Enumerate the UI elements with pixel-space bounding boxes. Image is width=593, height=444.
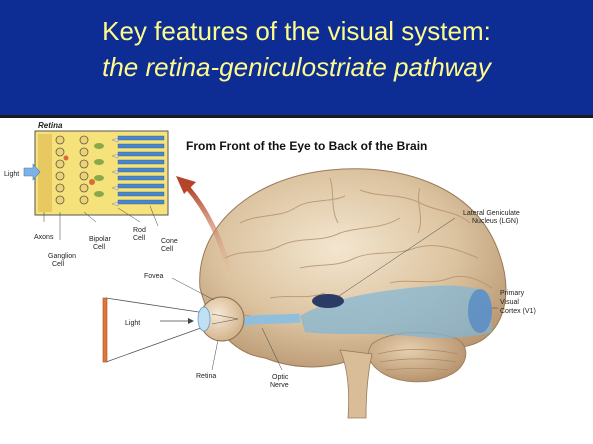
retina-inset: Retina [4,121,178,268]
figure-heading: From Front of the Eye to Back of the Bra… [186,139,427,153]
v1-label-line2: Visual [500,299,519,306]
bipolar-label-line1: Bipolar [89,236,111,243]
optic-nerve-label-line2: Nerve [270,382,289,389]
axons-label: Axons [34,234,54,241]
optic-nerve-label-line1: Optic [272,374,289,381]
retina-inset-title: Retina [38,121,63,130]
retina-light-label: Light [4,171,19,178]
rod-label-line2: Cell [133,235,146,242]
ganglion-label-line1: Ganglion [48,253,76,260]
rod-label-line1: Rod [133,227,146,234]
slide-title: Key features of the visual system: [0,16,593,47]
cone-label-line2: Cell [161,246,174,253]
lgn-label-line1: Lateral Geniculate [463,210,520,217]
title-bar: Key features of the visual system: the r… [0,0,593,115]
light-label: Light [125,320,140,327]
slide-subtitle: the retina-geniculostriate pathway [0,52,593,83]
cone-label-line1: Cone [161,238,178,245]
v1-marker [468,289,492,333]
v1-label-line1: Primary [500,290,525,297]
v1-label-line3: Cortex (V1) [500,308,536,315]
retina-label: Retina [196,373,216,380]
fovea-label: Fovea [144,273,164,280]
brain-illustration [200,169,506,418]
lgn-label-line2: Nucleus (LGN) [472,218,518,225]
bipolar-label-line2: Cell [93,244,106,251]
visual-pathway-diagram: Retina [0,118,593,444]
visual-pathway-figure: Retina [0,118,593,444]
ganglion-label-line2: Cell [52,261,65,268]
light-cone: Light [103,298,212,362]
light-direction-icon [188,318,194,324]
